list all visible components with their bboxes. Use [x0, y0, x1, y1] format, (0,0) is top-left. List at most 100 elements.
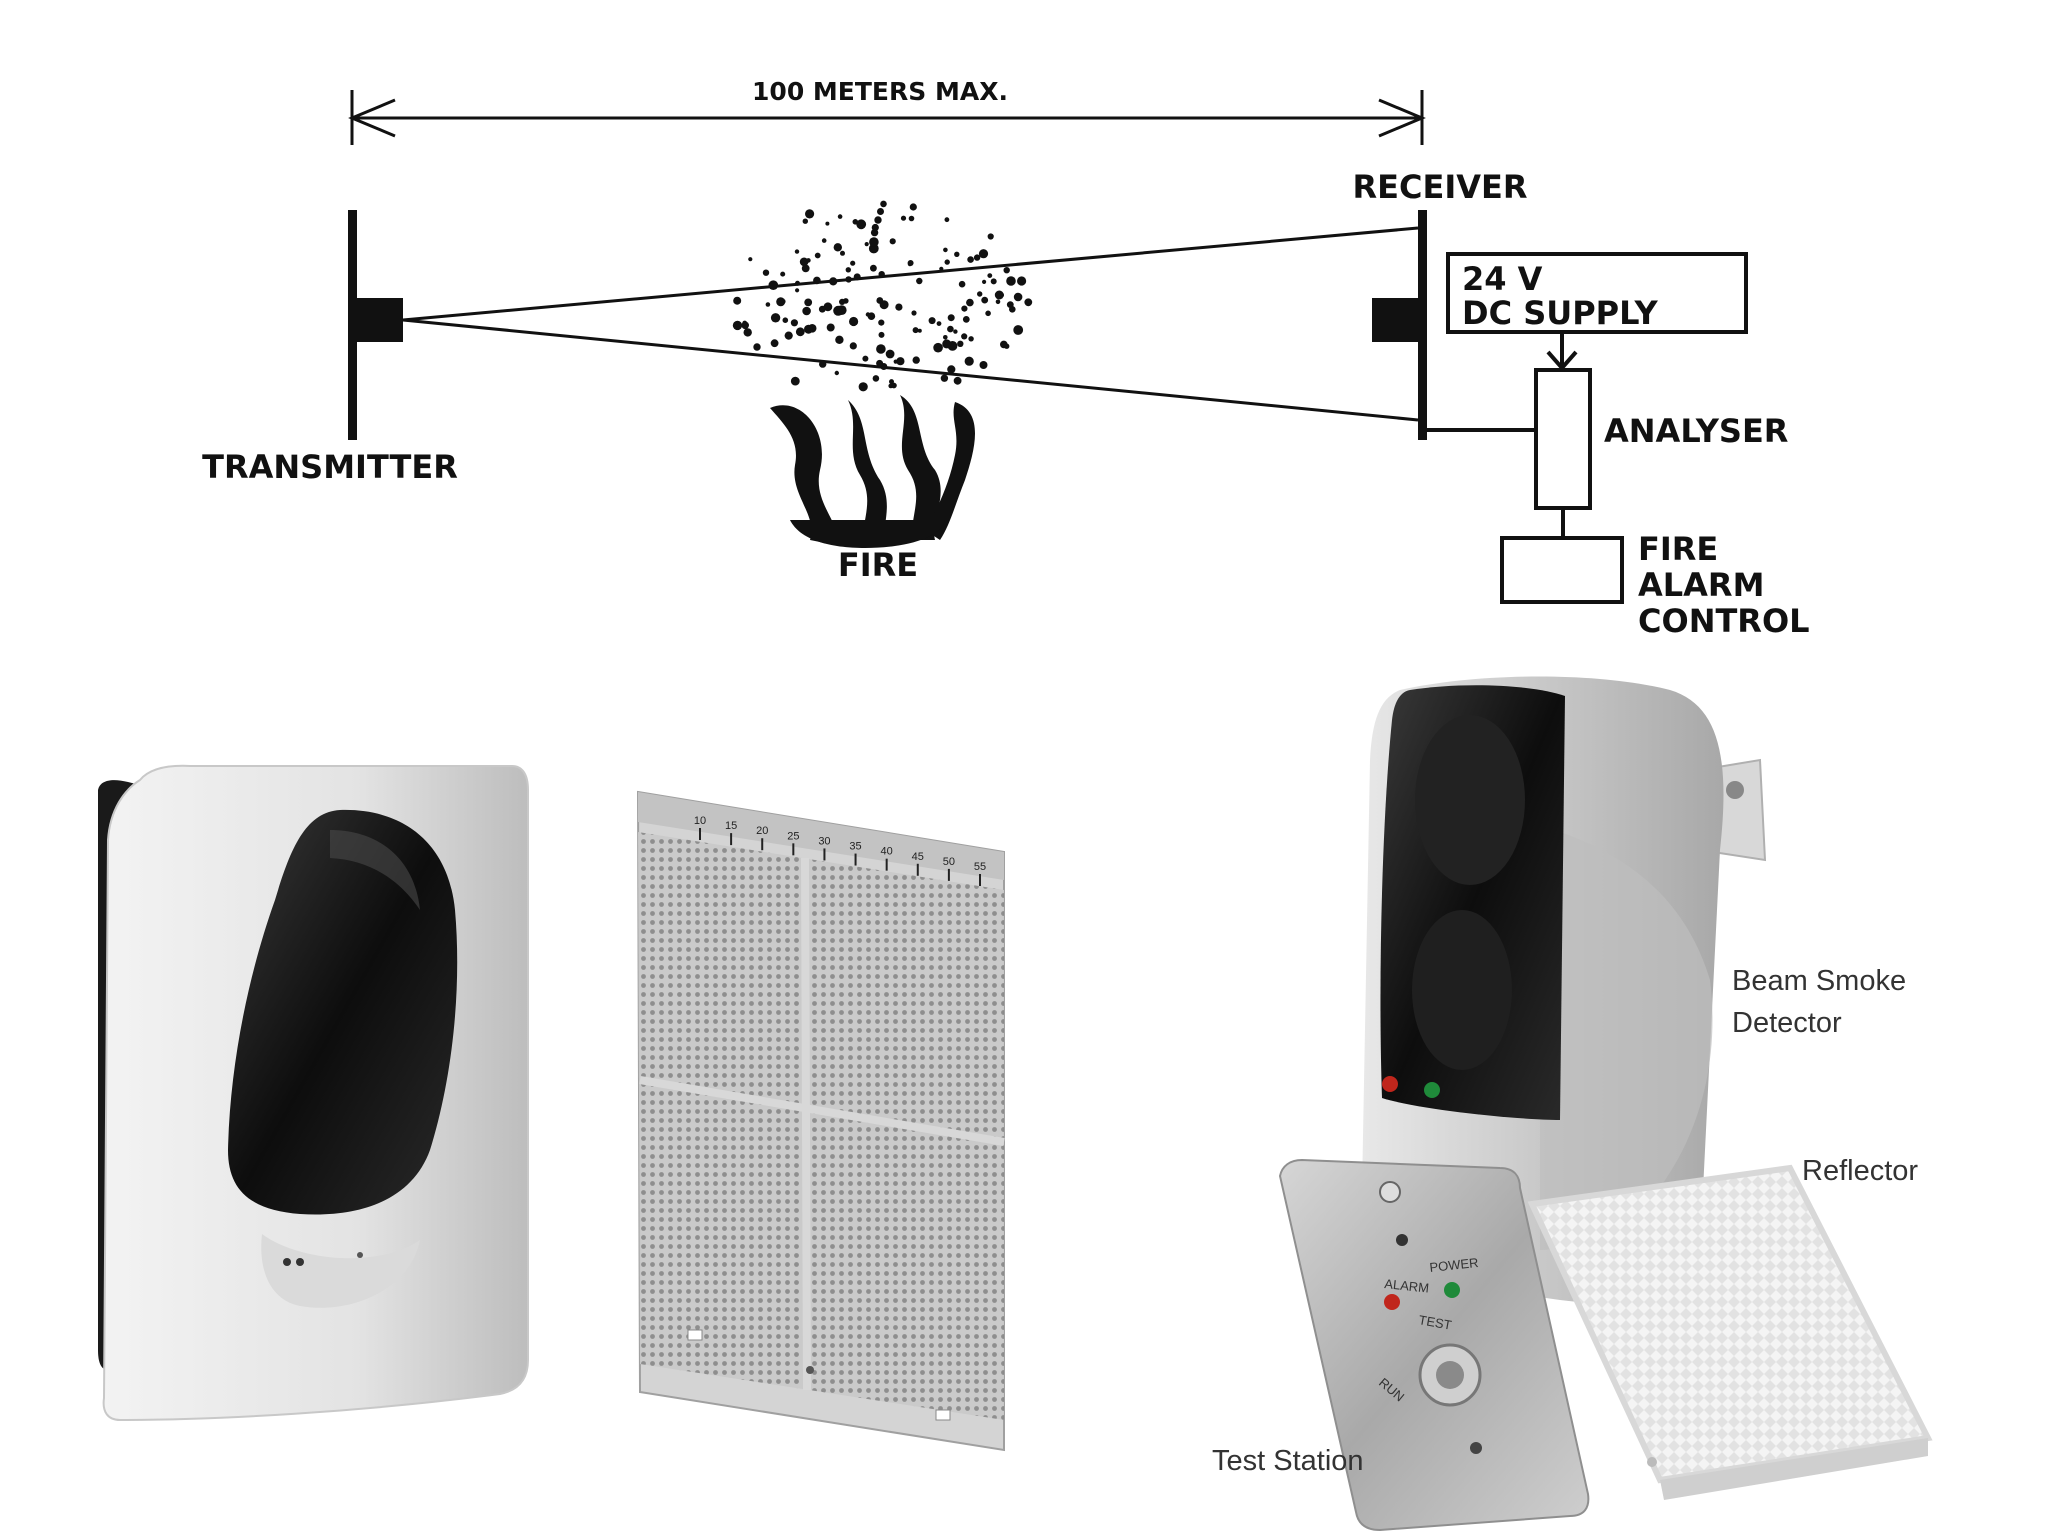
schematic-diagram: 100 METERS MAX. TRANSMITTER RECEIVER: [202, 77, 1809, 640]
smoke-particle: [768, 280, 779, 291]
smoke-particle: [1024, 298, 1033, 307]
scale-tick-label: 45: [912, 851, 924, 863]
smoke-particle: [962, 316, 970, 323]
smoke-particle: [912, 356, 920, 364]
reflector-label: Reflector: [1802, 1155, 1918, 1187]
smoke-particle: [821, 238, 827, 243]
distance-label: 100 METERS MAX.: [752, 77, 1008, 106]
smoke-particle: [1013, 292, 1023, 302]
supply-arrow: [1546, 332, 1578, 372]
fire-flames-icon: [770, 395, 975, 548]
smoke-particle: [833, 243, 842, 252]
smoke-particle: [979, 361, 988, 369]
smoke-particle: [908, 215, 915, 222]
smoke-particle: [936, 321, 942, 326]
smoke-particle: [804, 324, 813, 334]
dc-supply-box: [1446, 252, 1748, 334]
smoke-particle: [850, 260, 856, 266]
smoke-particle: [804, 298, 813, 307]
beam-detector-unit: [98, 764, 529, 1422]
fire-alarm-control-box: [1500, 536, 1624, 604]
smoke-particle: [849, 316, 859, 327]
smoke-particle: [1017, 276, 1027, 286]
smoke-particle: [876, 344, 886, 354]
smoke-particle: [795, 280, 800, 286]
control-line3: CONTROL: [1638, 602, 1810, 640]
smoke-particle: [733, 296, 742, 305]
analyser-label: ANALYSER: [1604, 412, 1788, 450]
smoke-particle: [825, 221, 830, 226]
smoke-particle: [999, 292, 1004, 298]
panel-power-led-icon: [1444, 1282, 1460, 1298]
smoke-particle: [900, 215, 907, 221]
smoke-particle: [895, 303, 903, 311]
smoke-particle: [967, 256, 974, 263]
smoke-particle: [839, 298, 846, 305]
smoke-particle: [889, 238, 896, 245]
smoke-particle: [909, 203, 917, 211]
smoke-particle: [973, 254, 981, 261]
smoke-particle: [1013, 325, 1024, 335]
smoke-particle: [939, 266, 944, 271]
scale-tick-label: 50: [943, 856, 955, 868]
smoke-particle: [954, 251, 960, 257]
scale-tick-label: 20: [756, 825, 768, 837]
smoke-particle: [871, 223, 879, 232]
smoke-particle: [968, 336, 974, 342]
smoke-particle: [953, 329, 958, 334]
smoke-particle: [732, 320, 743, 331]
scale-tick-label: 25: [787, 830, 799, 842]
smoke-particle: [977, 291, 983, 297]
smoke-particle: [865, 312, 871, 317]
smoke-particle: [748, 257, 753, 262]
panel-alarm-label: ALARM: [1384, 1276, 1430, 1296]
smoke-particle: [1006, 276, 1016, 286]
smoke-particle: [765, 302, 771, 307]
smoke-particle: [964, 356, 974, 366]
smoke-particle: [981, 296, 989, 304]
transmitter-label: TRANSMITTER: [202, 448, 458, 486]
smoke-particle: [819, 360, 827, 368]
beam-smoke-detector: [1361, 676, 1767, 1304]
smoke-particle: [876, 359, 884, 367]
smoke-particle: [795, 327, 805, 337]
smoke-particle: [790, 319, 799, 327]
smoke-particle: [837, 214, 843, 219]
smoke-particle: [987, 273, 993, 278]
smoke-particle: [878, 331, 885, 338]
smoke-particle: [987, 233, 994, 240]
smoke-particle: [802, 306, 811, 316]
smoke-particle: [947, 314, 955, 322]
distance-dimension: [348, 90, 1426, 145]
smoke-particle: [891, 382, 897, 389]
smoke-particle: [947, 365, 956, 374]
smoke-particle: [985, 310, 991, 317]
smoke-particle: [806, 258, 811, 263]
test-station-label: Test Station: [1212, 1445, 1364, 1477]
beam-detector-label-line1: Beam Smoke: [1732, 965, 1906, 997]
smoke-particle: [877, 208, 884, 215]
smoke-particle: [818, 305, 826, 313]
smoke-particle: [1003, 267, 1010, 274]
prismatic-reflector: [1527, 1164, 1933, 1500]
detector-lens-icon: [228, 809, 458, 1215]
smoke-particle: [826, 323, 835, 332]
control-line2: ALARM: [1638, 566, 1764, 604]
smoke-particle: [869, 237, 879, 247]
scale-tick-label: 15: [725, 820, 737, 832]
smoke-particle: [943, 247, 948, 253]
receiver: [1372, 210, 1427, 440]
smoke-particle: [770, 313, 781, 323]
smoke-particle: [928, 317, 936, 325]
smoke-particle: [743, 328, 752, 337]
smoke-particle: [961, 333, 968, 340]
smoke-particle: [958, 280, 966, 288]
smoke-particle: [874, 216, 882, 224]
smoke-particle: [912, 327, 919, 334]
panel-power-label: POWER: [1429, 1255, 1479, 1275]
smoke-particle: [953, 376, 962, 385]
supply-line1: 24 V: [1462, 260, 1543, 298]
smoke-particle: [776, 297, 784, 305]
